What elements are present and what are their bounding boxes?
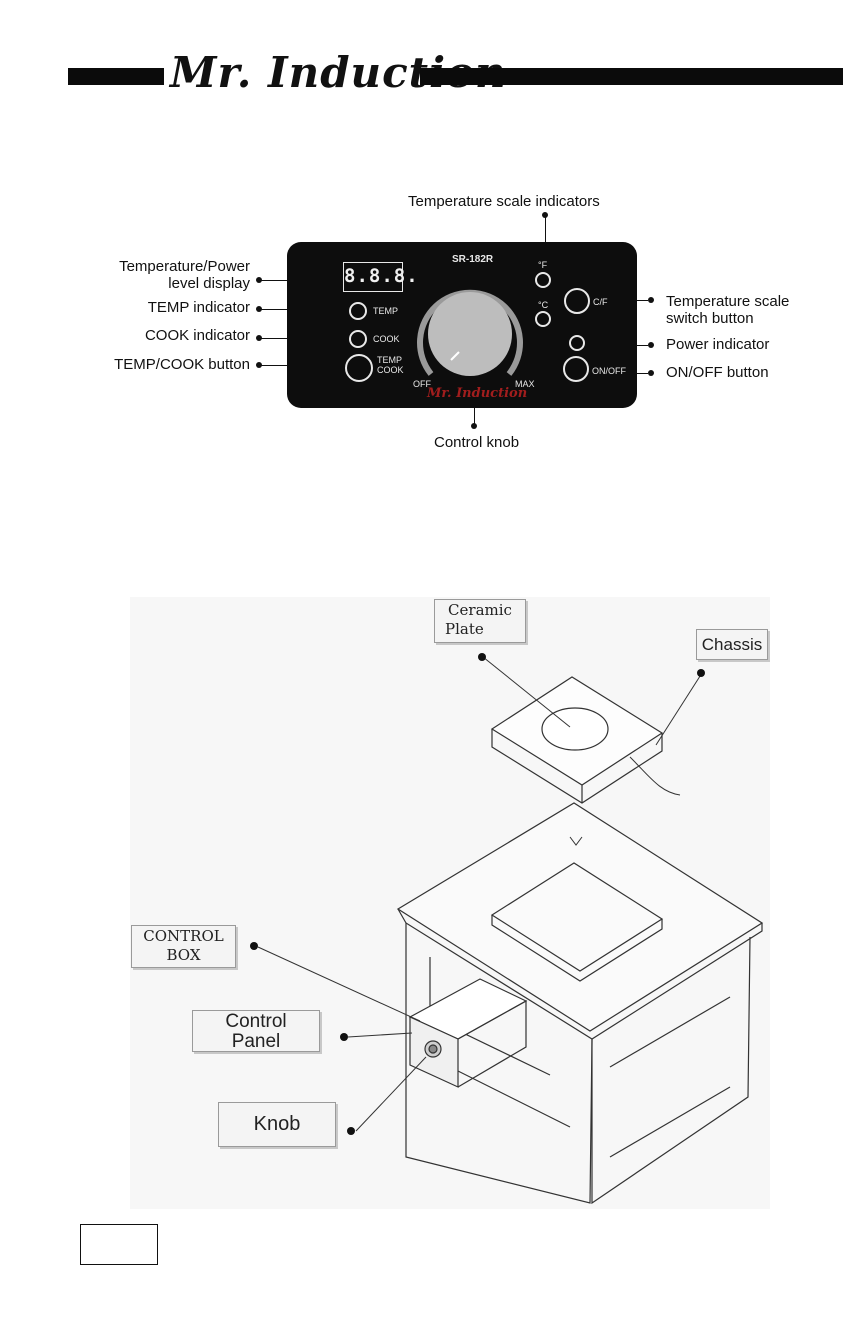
control-knob[interactable] xyxy=(415,274,525,386)
ceramic-plate-line1: Ceramic xyxy=(448,601,512,619)
callout-temp-scale-switch-line1: Temperature scale xyxy=(666,293,790,310)
callout-temp-scale-switch: Temperature scale switch button xyxy=(666,293,789,327)
model-label: SR-182R xyxy=(452,254,494,265)
cook-indicator-led xyxy=(349,330,367,348)
ceramic-plate-label: Ceramic Plate xyxy=(434,599,526,643)
callout-dot xyxy=(648,370,654,376)
callout-dot xyxy=(256,306,262,312)
knob-off-label: OFF xyxy=(413,379,431,389)
fahrenheit-label: °F xyxy=(538,260,548,270)
callout-dot xyxy=(256,335,262,341)
control-box-line2: BOX xyxy=(166,946,201,964)
callout-leader xyxy=(260,338,290,339)
cf-button-label: C/F xyxy=(593,297,608,307)
callout-display-line2: level display xyxy=(168,275,250,292)
cook-indicator-label: COOK xyxy=(373,334,400,344)
ceramic-plate-line2: Plate xyxy=(445,620,484,638)
control-panel-label: Control Panel xyxy=(192,1010,320,1052)
control-box-line1: CONTROL xyxy=(143,927,224,945)
callout-temp-scale-switch-line2: switch button xyxy=(666,310,754,327)
control-panel-line1: Control xyxy=(225,1011,287,1032)
tempcook-button[interactable] xyxy=(345,354,373,382)
callout-leader xyxy=(474,404,475,424)
callout-control-knob: Control knob xyxy=(434,434,520,451)
callout-display: Temperature/Power level display xyxy=(98,258,250,292)
tempcook-button-label: TEMP COOK xyxy=(377,355,404,375)
callout-leader xyxy=(545,216,546,244)
celsius-label: °C xyxy=(538,300,549,310)
temp-indicator-led xyxy=(349,302,367,320)
induction-chassis xyxy=(490,676,681,804)
tempcook-label-line2: COOK xyxy=(377,365,404,375)
callout-leader xyxy=(634,345,648,346)
temperature-power-display: 8.8.8. xyxy=(343,262,418,292)
callout-display-line1: Temperature/Power xyxy=(119,258,250,275)
control-box-label: CONTROL BOX xyxy=(131,925,236,968)
callout-dot xyxy=(340,1033,348,1041)
callout-leader xyxy=(260,365,290,366)
control-panel: SR-182R 8.8.8. TEMP COOK TEMP COOK OFF M… xyxy=(287,242,637,408)
page-number-box xyxy=(80,1224,158,1265)
callout-dot xyxy=(471,423,477,429)
callout-dot xyxy=(648,297,654,303)
callout-dot xyxy=(256,277,262,283)
temperature-scale-switch-button[interactable] xyxy=(564,288,590,314)
header-bar-right xyxy=(420,68,843,85)
knob-label: Knob xyxy=(218,1102,336,1147)
callout-leader xyxy=(634,300,648,301)
celsius-indicator-led xyxy=(535,311,551,327)
callout-dot xyxy=(347,1127,355,1135)
callout-dot xyxy=(697,669,705,677)
callout-tempcook-button: TEMP/COOK button xyxy=(114,356,250,373)
panel-brand-logo: Mr. Induction xyxy=(427,386,528,401)
callout-temp-indicator: TEMP indicator xyxy=(147,299,250,316)
temp-indicator-label: TEMP xyxy=(373,306,399,316)
knob-max-label: MAX xyxy=(515,379,535,389)
callout-dot xyxy=(250,942,258,950)
onoff-button[interactable] xyxy=(563,356,589,382)
callout-dot xyxy=(256,362,262,368)
callout-dot xyxy=(648,342,654,348)
callout-power-indicator: Power indicator xyxy=(666,336,770,353)
onoff-button-label: ON/OFF xyxy=(592,366,626,376)
callout-leader xyxy=(260,280,290,281)
fahrenheit-indicator-led xyxy=(535,272,551,288)
callout-leader xyxy=(634,373,648,374)
callout-leader xyxy=(260,309,290,310)
callout-temp-scale-indicators: Temperature scale indicators xyxy=(408,193,600,210)
power-indicator-led xyxy=(569,335,585,351)
diagram-leaders xyxy=(257,656,703,1132)
callout-dot xyxy=(542,212,548,218)
control-box xyxy=(408,978,528,1088)
header-bar-left xyxy=(68,68,164,85)
control-panel-line2: Panel xyxy=(231,1031,281,1052)
callout-onoff-button: ON/OFF button xyxy=(666,364,769,381)
callout-dot xyxy=(478,653,486,661)
callout-cook-indicator: COOK indicator xyxy=(144,327,250,344)
chassis-label-text: Chassis xyxy=(701,635,763,654)
knob-label-text: Knob xyxy=(253,1113,301,1135)
tempcook-label-line1: TEMP xyxy=(377,355,403,365)
chassis-label: Chassis xyxy=(696,629,768,660)
